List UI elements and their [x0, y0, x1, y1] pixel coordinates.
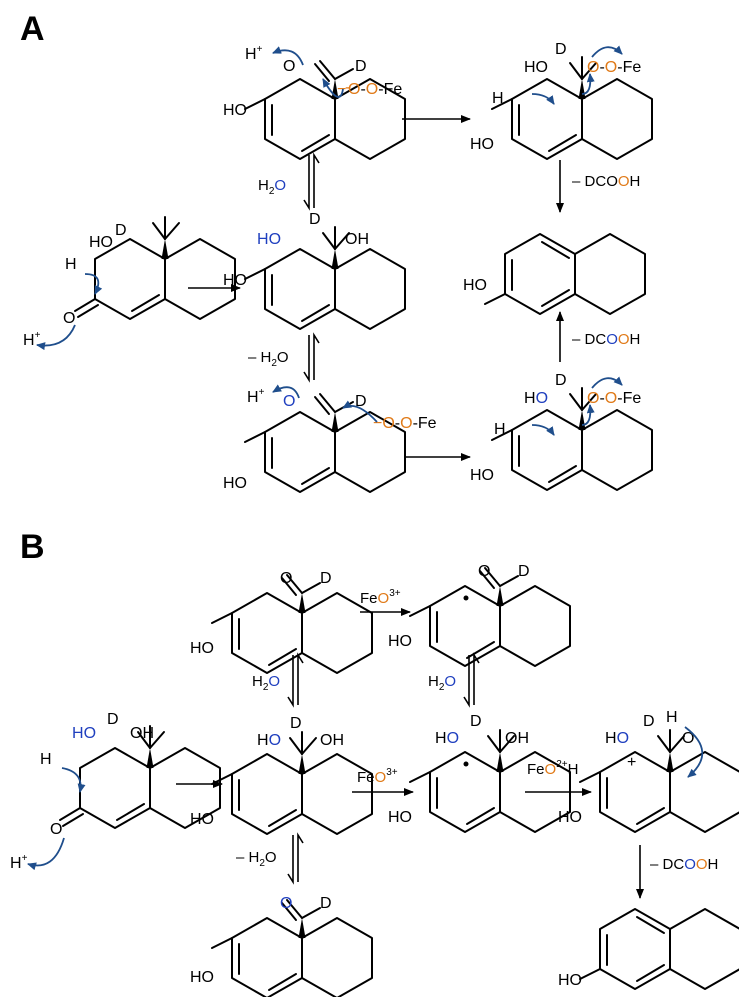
svg-text:O: O [682, 730, 694, 747]
molecule-a5-dienol-hydrate: HO D OH HO [223, 211, 405, 329]
svg-text:HO: HO [558, 972, 582, 989]
reagent-feo3-b2: FeO3+ [357, 767, 398, 786]
reagent-minus-dcooh-a2: – DCOOH [572, 331, 640, 348]
svg-text:HO: HO [190, 640, 214, 657]
svg-text:−O-O-Fe: −O-O-Fe [373, 415, 437, 432]
svg-text:D: D [309, 211, 321, 228]
molecule-b1-aldehyde: O D HO [190, 570, 372, 673]
molecule-a7-labeled-peroxy-adduct: HO D O-O-Fe HO H [470, 372, 652, 490]
svg-text:O: O [280, 570, 292, 587]
svg-text:HO: HO [388, 809, 412, 826]
svg-text:H: H [494, 421, 506, 438]
svg-text:HO: HO [470, 467, 494, 484]
svg-text:HO: HO [190, 811, 214, 828]
reagent-h2o-b2: H2O [428, 673, 456, 693]
svg-text:D: D [470, 713, 482, 730]
molecule-a6-labeled-aldehyde: O D HO H+ −O-O-Fe [223, 384, 437, 492]
svg-text:D: D [107, 711, 119, 728]
molecule-b7-labeled-aldehyde: O D HO [190, 895, 372, 997]
reagent-minus-h2o-a: – H2O [248, 349, 289, 369]
svg-text:H+: H+ [247, 387, 265, 406]
svg-text:O-O-Fe: O-O-Fe [587, 59, 641, 76]
reagent-minus-h2o-b: – H2O [236, 849, 277, 869]
svg-text:D: D [518, 563, 530, 580]
svg-text:HO: HO [223, 272, 247, 289]
svg-text:HO: HO [463, 277, 487, 294]
equilibrium-b4-b7 [287, 832, 304, 885]
svg-text:O: O [283, 393, 295, 410]
reagent-h2o-b1: H2O [252, 673, 280, 693]
svg-text:D: D [555, 372, 567, 389]
svg-text:O: O [280, 895, 292, 912]
svg-text:H: H [492, 90, 504, 107]
svg-text:HO: HO [89, 234, 113, 251]
molecule-b8-tetrahydronaphthol: HO [558, 909, 739, 989]
svg-text:HO: HO [435, 730, 459, 747]
svg-text:HO: HO [605, 730, 629, 747]
svg-text:OH: OH [505, 730, 529, 747]
reagent-h2o-a: H2O [258, 177, 286, 197]
svg-text:HO: HO [223, 475, 247, 492]
svg-text:O: O [478, 563, 490, 580]
svg-text:HO: HO [388, 633, 412, 650]
svg-text:-: - [345, 79, 350, 96]
svg-text:HO: HO [257, 732, 281, 749]
svg-text:D: D [320, 895, 332, 912]
svg-text:OH: OH [320, 732, 344, 749]
svg-text:H+: H+ [10, 853, 28, 872]
svg-text:HO: HO [558, 809, 582, 826]
reagent-feo2h-b: FeO2+H [527, 759, 578, 778]
svg-text:O: O [50, 821, 62, 838]
svg-text:D: D [115, 222, 127, 239]
svg-text:D: D [555, 41, 567, 58]
svg-text:O-O-Fe: O-O-Fe [348, 81, 402, 98]
radical-dot [463, 761, 469, 767]
radical-dot [463, 595, 469, 601]
svg-text:H: H [666, 709, 678, 726]
svg-text:H+: H+ [245, 44, 263, 63]
equilibrium-b2-b5 [463, 652, 480, 708]
svg-text:D: D [320, 570, 332, 587]
molecule-b2-radical-aldehyde: O D HO [388, 563, 570, 666]
svg-text:HO: HO [72, 725, 96, 742]
molecule-b4-dienol-hydrate: HO D OH HO [190, 715, 372, 834]
svg-text:H: H [65, 256, 77, 273]
svg-text:H+: H+ [23, 330, 41, 349]
reagent-minus-dcooh-b: – DCOOH [650, 856, 718, 873]
reagent-feo3-b1: FeO3+ [360, 588, 401, 607]
svg-text:OH: OH [130, 725, 154, 742]
svg-text:D: D [355, 58, 367, 75]
molecule-b3-enone-hydrate: HO D OH H O H+ [10, 711, 220, 872]
svg-text:O-O-Fe: O-O-Fe [587, 390, 641, 407]
molecule-a4-enone-hydrate: HO D H O H+ [23, 217, 235, 351]
svg-text:−: − [337, 81, 346, 98]
svg-text:HO: HO [223, 102, 247, 119]
svg-text:HO: HO [524, 59, 548, 76]
svg-text:HO: HO [524, 390, 548, 407]
svg-text:HO: HO [257, 231, 281, 248]
svg-text:HO: HO [190, 969, 214, 986]
svg-text:D: D [355, 393, 367, 410]
svg-text:D: D [643, 713, 655, 730]
equilibrium-b1-b4 [287, 652, 304, 708]
panel-label-b: B [20, 528, 45, 566]
molecule-a3-tetrahydronaphthol: HO [463, 234, 645, 314]
reagent-minus-dcooh-a1: – DCOOH [572, 173, 640, 190]
svg-text:OH: OH [345, 231, 369, 248]
panel-label-a: A [20, 10, 45, 48]
svg-text:O: O [63, 310, 75, 327]
svg-text:D: D [290, 715, 302, 732]
svg-text:O: O [283, 58, 295, 75]
equilibrium-a5-a6 [303, 332, 320, 383]
svg-text:HO: HO [470, 136, 494, 153]
molecule-b6-cation: HO D O H + HO [558, 709, 739, 832]
svg-text:+: + [627, 754, 636, 771]
svg-text:H: H [40, 751, 52, 768]
molecule-a2-peroxy-adduct: HO D O-O-Fe HO H [470, 41, 652, 159]
equilibrium-a1-a5 [303, 152, 320, 211]
molecule-b5-radical-hydrate: HO D OH HO [388, 713, 570, 832]
molecule-a1-aldehyde: O D HO H+ - − O-O-Fe [223, 44, 405, 159]
